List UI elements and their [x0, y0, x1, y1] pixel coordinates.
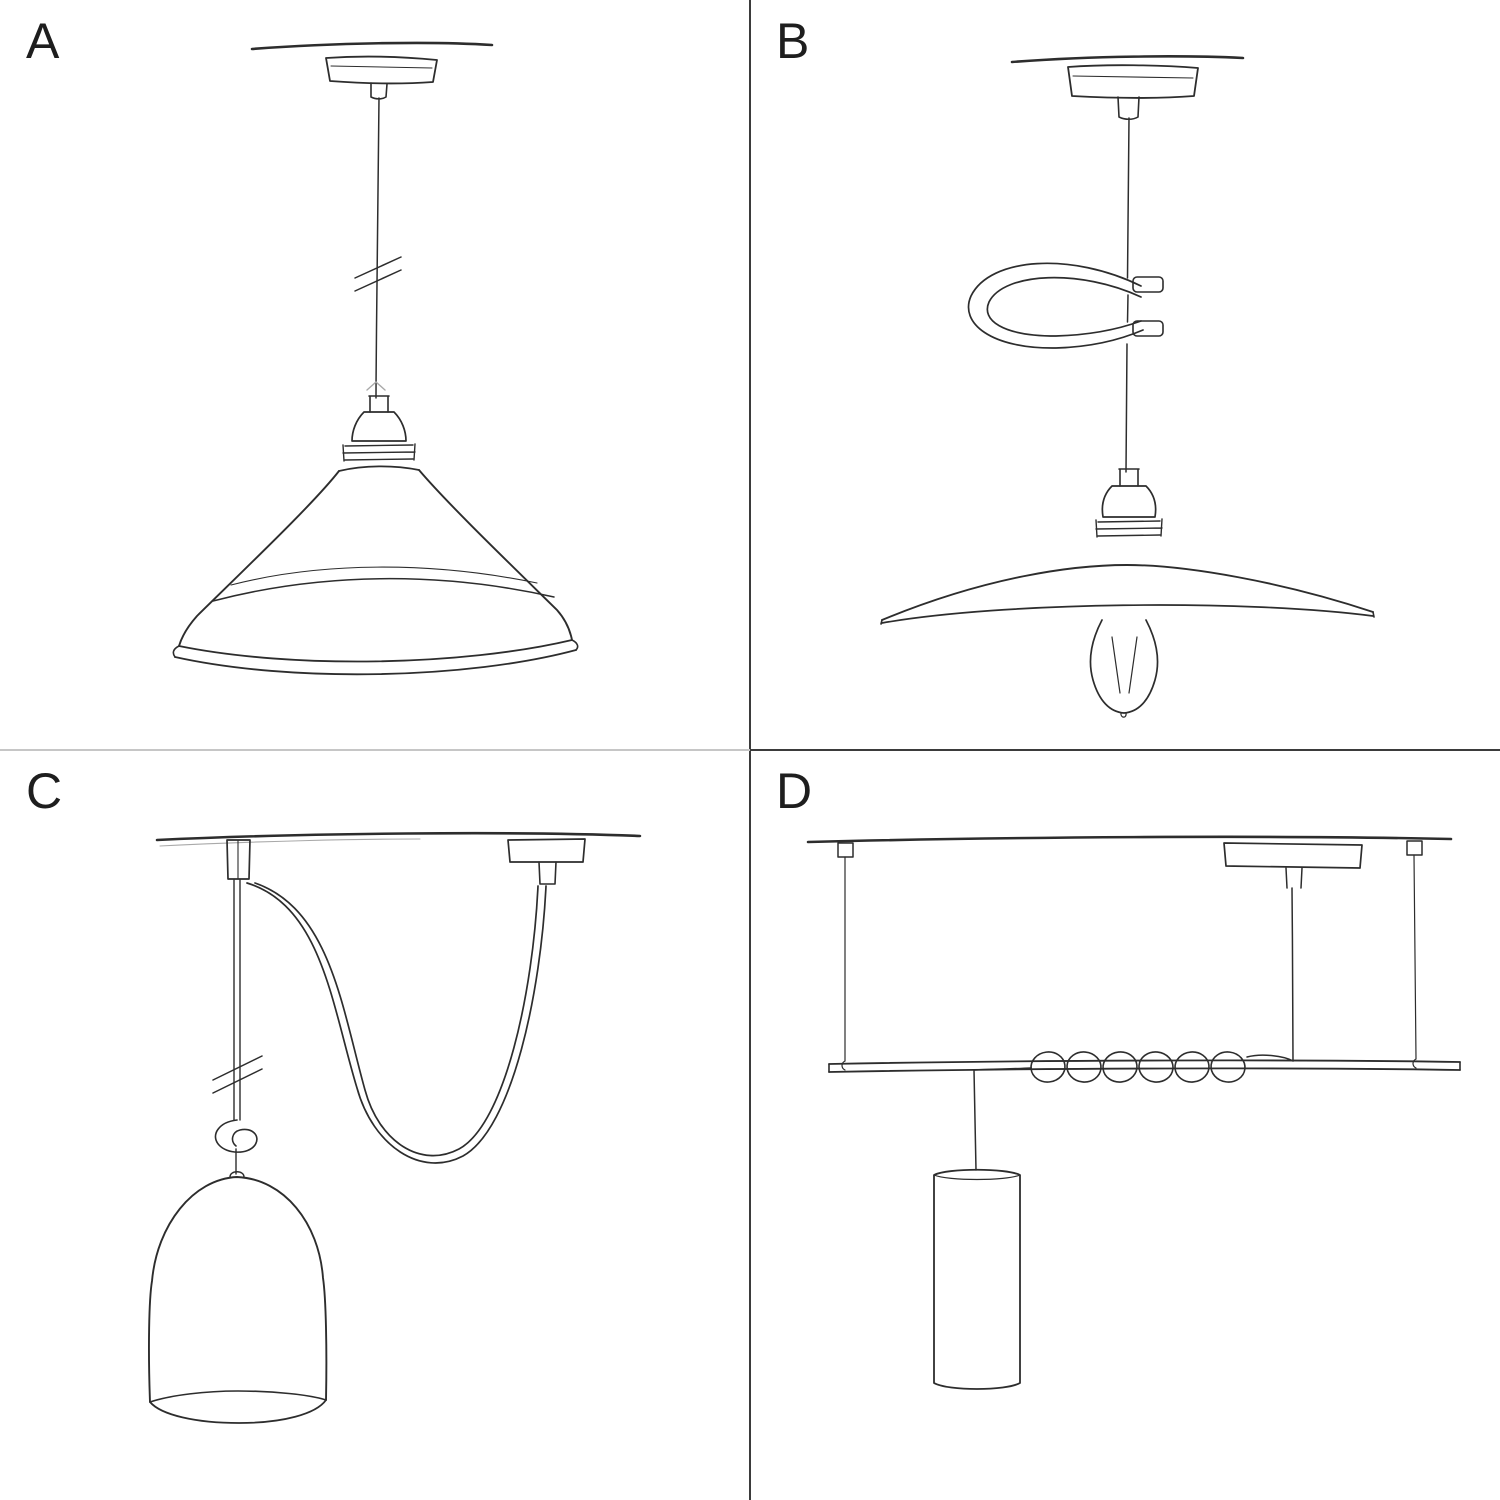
tube-shade — [933, 1168, 1021, 1390]
suspension-wire-right — [1406, 840, 1423, 1069]
ceiling-line — [250, 41, 494, 51]
flat-plate-shade — [880, 564, 1375, 625]
panel-b: B — [750, 0, 1500, 750]
panel-b-label: B — [776, 13, 811, 69]
chevron-up-mark — [366, 381, 386, 391]
panel-c-label: C — [26, 763, 64, 819]
ceiling-line — [1010, 55, 1245, 64]
ceiling-rose — [325, 55, 438, 100]
bar-suspension-coiled-cable-tube-shade-sketch — [806, 835, 1461, 1390]
cable-length-mark — [354, 256, 402, 292]
horizontal-divider-right — [750, 749, 1500, 751]
ceiling-line — [155, 831, 642, 847]
ceiling-hook — [226, 839, 251, 880]
pendant-cable-loop-flat-shade-bulb-sketch — [880, 55, 1375, 718]
drop-cable — [1291, 887, 1294, 1062]
bell-shade — [148, 1171, 328, 1424]
ceiling-rose — [1067, 64, 1199, 121]
panel-d-label: D — [776, 763, 814, 819]
lamp-holder — [1095, 468, 1163, 538]
cable-shortening-loop — [967, 262, 1144, 349]
pendant-straight-drop-industrial-shade-sketch — [172, 41, 579, 676]
industrial-metal-shade — [172, 465, 579, 676]
coiled-cable — [973, 1051, 1294, 1083]
ceiling-rose — [1223, 842, 1363, 889]
panel-a: A — [0, 0, 750, 750]
pendant-cord — [973, 1069, 977, 1171]
light-bulb — [1089, 619, 1159, 718]
power-cable — [375, 97, 380, 399]
hanging-bar — [828, 1059, 1461, 1073]
swag-pendant-hook-knot-bell-shade-sketch — [148, 831, 642, 1424]
panel-a-label: A — [26, 13, 61, 69]
power-cable — [1125, 117, 1130, 473]
panel-c: C — [0, 750, 750, 1500]
suspension-wire-left — [837, 842, 854, 1071]
cable-knot — [214, 1119, 258, 1175]
ceiling-line — [806, 835, 1453, 844]
panel-d: D — [750, 750, 1500, 1500]
horizontal-divider-left — [0, 749, 750, 751]
ceiling-rose — [507, 838, 586, 885]
lamp-holder — [342, 395, 416, 462]
cable-length-mark — [212, 1055, 263, 1094]
swag-cable — [246, 882, 547, 1164]
drop-cable — [233, 879, 241, 1121]
cable-clips — [1132, 276, 1164, 337]
